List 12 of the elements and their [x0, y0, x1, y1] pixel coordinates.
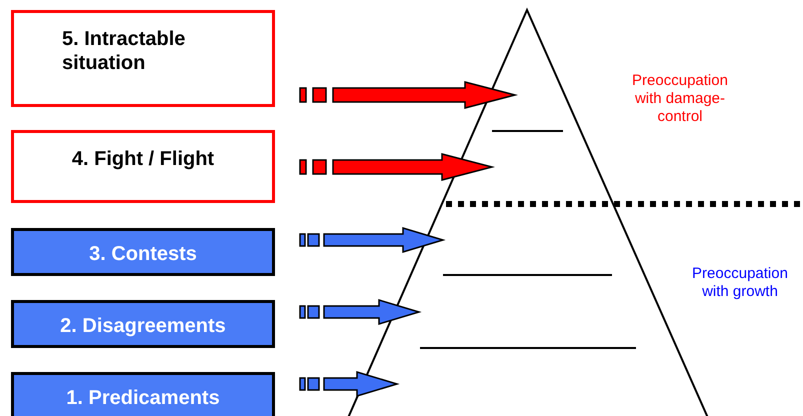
box-label: 1. Predicaments	[66, 387, 220, 409]
filled-box	[11, 228, 275, 276]
outlined-box	[11, 130, 275, 203]
box-label: 3. Contests	[89, 243, 197, 265]
box-label: 4. Fight / Flight	[72, 148, 214, 170]
note-text: Preoccupation with damage-control	[631, 72, 729, 126]
box-label: 5. Intractable situation	[62, 28, 186, 74]
filled-box	[11, 372, 275, 416]
note-text: Preoccupation with growth	[691, 265, 789, 301]
box-label: 2. Disagreements	[60, 315, 226, 337]
outlined-box	[11, 10, 275, 107]
filled-box	[11, 300, 275, 348]
